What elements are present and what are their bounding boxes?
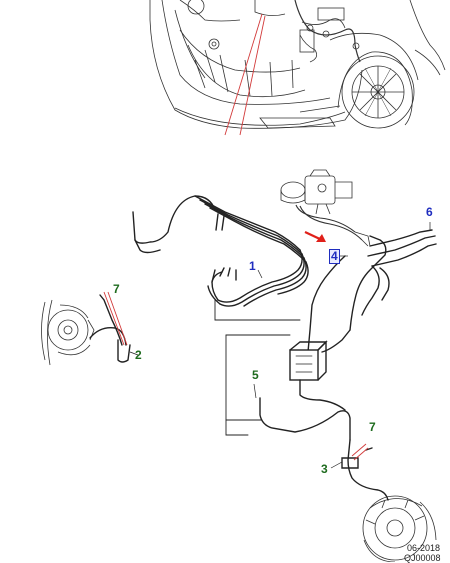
callout-7-front: 7 [113,282,120,296]
master-cylinder [280,169,371,247]
callout-7-rear: 7 [369,420,376,434]
front-wheel-hub-left [41,299,95,366]
footer-date: 06-2018 [407,543,441,553]
callout-2: 2 [135,348,142,362]
callout-6: 6 [426,205,433,219]
brake-pipes [89,195,437,501]
callout-3: 3 [321,462,328,476]
vehicle-front-view [149,0,446,129]
callout-5: 5 [252,368,259,382]
rear-wheel-hub-right [362,495,437,562]
callout-leaders-red [103,291,369,461]
footer-code: QJ00008 [404,553,441,563]
red-pointer-arrow [304,231,326,242]
callout-1: 1 [249,259,256,273]
callout-leaders [129,222,431,469]
callout-4-highlighted: 4 [329,249,340,264]
vehicle-leader-lines [224,13,266,136]
